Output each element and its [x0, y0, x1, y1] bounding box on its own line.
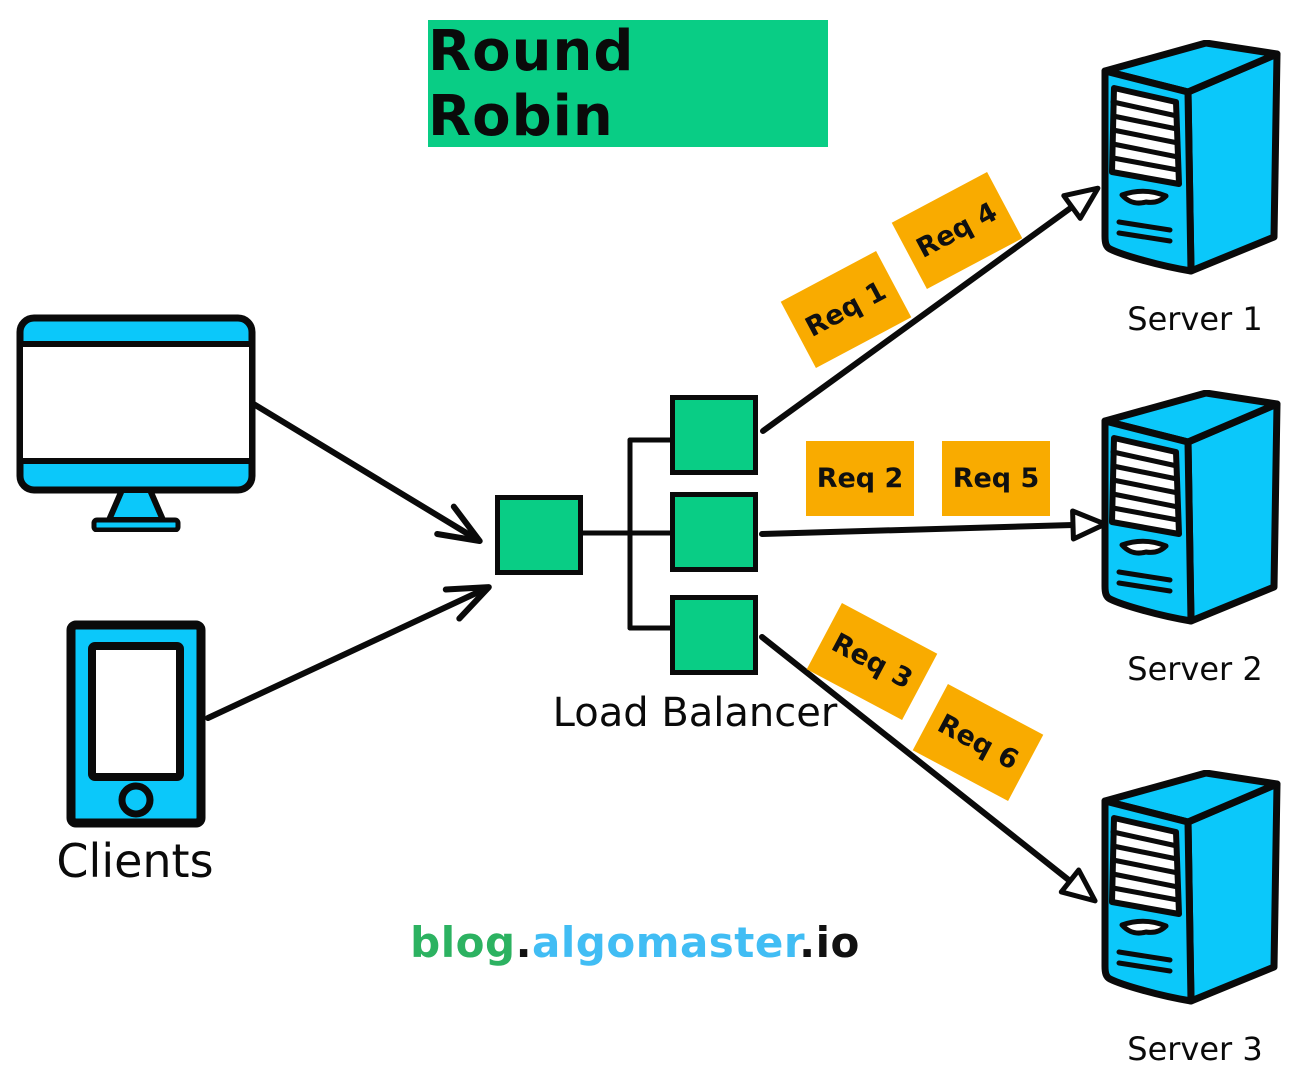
lb-output-square-1	[670, 395, 758, 475]
lb-output-square-3	[670, 595, 758, 675]
arrow-desktop-to-lb	[249, 400, 483, 545]
monitor-screen	[17, 341, 255, 464]
monitor-stand	[106, 487, 166, 523]
arrow-lb-to-server-3	[759, 634, 1098, 904]
branding-dot: .	[515, 918, 533, 967]
request-badge-req-5: Req 5	[942, 441, 1050, 516]
server-drive-slot	[1119, 538, 1169, 556]
smartphone-icon	[66, 620, 206, 828]
request-badge-req-2: Req 2	[806, 441, 914, 516]
monitor-base	[91, 517, 181, 532]
branding-tld: io	[815, 918, 860, 967]
server-label: Server 2	[1127, 650, 1263, 688]
request-label: Req 6	[932, 708, 1024, 777]
branding-dot: .	[799, 918, 816, 967]
phone-home-button	[118, 782, 154, 818]
branding-site-name: algomaster	[532, 918, 800, 967]
server-label: Server 3	[1127, 1030, 1263, 1068]
load-balancer-label: Load Balancer	[552, 690, 838, 736]
desktop-monitor-icon	[16, 314, 256, 532]
page-title: Round Robin	[428, 18, 635, 149]
request-label: Req 4	[911, 196, 1003, 265]
server-vent-slats	[1110, 449, 1181, 523]
request-label: Req 2	[816, 463, 904, 494]
arrow-lb-to-server-1	[760, 185, 1101, 434]
arrow-lb-to-server-2	[759, 508, 1108, 542]
server-tower-icon	[1101, 769, 1281, 1005]
branding-blog: blog	[410, 918, 516, 967]
server-drive-slot	[1119, 188, 1169, 206]
server-detail-lines	[1116, 569, 1173, 594]
request-label: Req 3	[826, 627, 918, 696]
lb-input-square	[495, 495, 583, 575]
request-label: Req 5	[952, 463, 1040, 494]
branding-text: blog.algomaster.io	[380, 918, 890, 967]
server-detail-lines	[1116, 949, 1173, 974]
arrow-phone-to-lb	[205, 584, 492, 721]
clients-label: Clients	[56, 834, 214, 888]
server-3: Server 3	[1100, 769, 1290, 1068]
title-badge: Round Robin	[428, 18, 828, 149]
server-vent-slats	[1110, 99, 1181, 173]
server-2: Server 2	[1100, 389, 1290, 688]
lb-output-square-2	[670, 492, 758, 572]
request-label: Req 1	[800, 275, 892, 344]
server-label: Server 1	[1127, 300, 1263, 338]
server-detail-lines	[1116, 219, 1173, 244]
server-drive-slot	[1119, 918, 1169, 936]
server-tower-icon	[1101, 389, 1281, 625]
phone-screen	[88, 642, 184, 781]
server-1: Server 1	[1100, 39, 1290, 338]
server-vent-slats	[1110, 829, 1181, 903]
server-tower-icon	[1101, 39, 1281, 275]
